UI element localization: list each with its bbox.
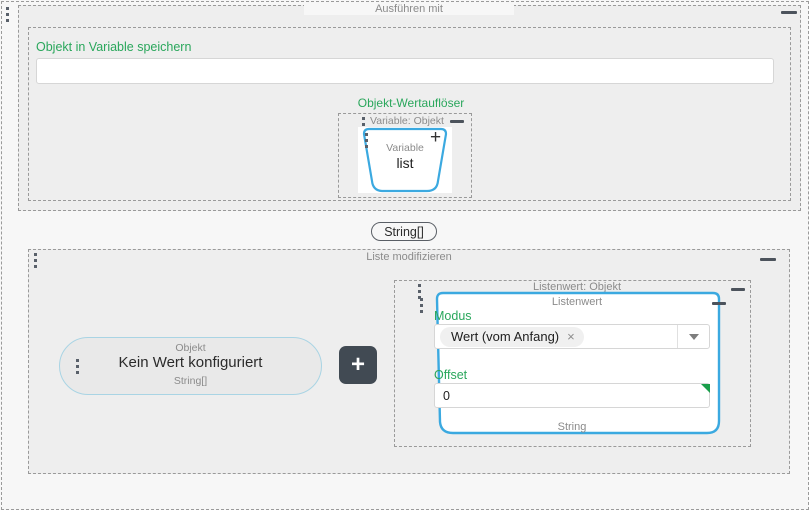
object-node[interactable]: Objekt Kein Wert konfiguriert String[]: [59, 337, 322, 395]
modify-list-minimize-icon[interactable]: [760, 258, 776, 261]
object-node-kind: Objekt: [175, 342, 206, 354]
variable-node-header: Variable: Objekt: [370, 115, 444, 127]
offset-expression-marker-icon: [701, 384, 710, 393]
object-node-value: Kein Wert konfiguriert: [118, 354, 263, 371]
offset-label: Offset: [434, 368, 468, 382]
offset-input[interactable]: [434, 383, 710, 408]
list-value-drag-grip-icon[interactable]: [417, 284, 421, 299]
workflow-drag-grip-icon[interactable]: [5, 7, 9, 22]
mode-selected-label: Wert (vom Anfang): [451, 328, 560, 344]
variable-node-shape[interactable]: [358, 127, 452, 193]
variable-node-add-icon[interactable]: +: [430, 127, 442, 148]
list-value-header: Listenwert: Objekt: [472, 281, 682, 293]
store-in-variable-label: Objekt in Variable speichern: [36, 40, 192, 54]
plus-icon: +: [350, 351, 365, 378]
mode-selected-chip[interactable]: Wert (vom Anfang) ×: [440, 326, 584, 347]
variable-node-minimize-icon[interactable]: [450, 120, 464, 123]
modify-list-drag-grip-icon[interactable]: [33, 253, 37, 268]
type-pill: String[]: [371, 222, 437, 241]
mode-remove-icon[interactable]: ×: [567, 328, 575, 344]
object-node-type: String[]: [173, 375, 208, 387]
variable-node-value: list: [396, 155, 414, 171]
modify-list-title: Liste modifizieren: [304, 251, 514, 263]
store-in-variable-input[interactable]: [36, 58, 774, 84]
list-value-inner-header: Listenwert: [551, 296, 603, 308]
object-value-resolver-title: Objekt-Wertauflöser: [326, 97, 496, 109]
list-value-footer-type: String: [557, 421, 587, 433]
list-value-minimize-icon[interactable]: [731, 288, 745, 291]
add-item-button[interactable]: +: [339, 346, 377, 384]
mode-label: Modus: [434, 309, 472, 323]
mode-select[interactable]: Wert (vom Anfang) ×: [434, 324, 710, 349]
list-value-inner-grip-icon[interactable]: [419, 298, 423, 313]
chevron-down-icon[interactable]: [677, 325, 709, 348]
object-node-drag-grip-icon[interactable]: [75, 359, 79, 374]
exec-with-minimize-icon[interactable]: [781, 11, 797, 14]
exec-with-title: Ausführen mit: [304, 3, 514, 15]
variable-node-kind: Variable: [386, 142, 424, 154]
list-value-inner-minimize-icon[interactable]: [712, 302, 726, 305]
variable-node-inner-grip-icon[interactable]: [364, 133, 368, 148]
